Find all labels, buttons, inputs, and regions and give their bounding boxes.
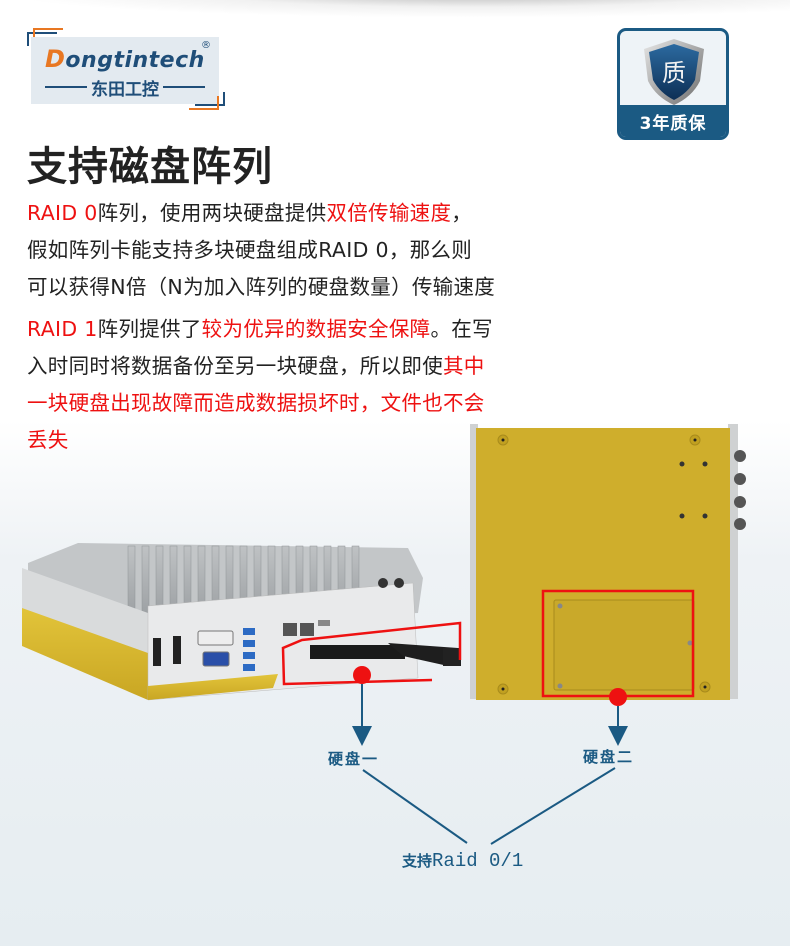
disk1-label: 硬盘一	[328, 750, 380, 768]
disk1-arrow-icon	[352, 726, 372, 746]
logo-dash	[45, 86, 87, 88]
logo-corner-decoration	[189, 96, 219, 110]
raid1-line-4: 丢失	[27, 428, 69, 452]
logo-box: Dongtintech ® 东田工控	[31, 37, 219, 104]
raid0-line-1: RAID 0阵列，使用两块硬盘提供双倍传输速度，	[27, 201, 473, 225]
raid1-line-2: 入时同时将数据备份至另一块硬盘，所以即使其中	[27, 354, 485, 378]
page-title: 支持磁盘阵列	[27, 144, 273, 190]
disk2-label: 硬盘二	[583, 748, 635, 766]
raid0-line-3: 可以获得N倍（N为加入阵列的硬盘数量）传输速度	[27, 275, 496, 299]
warranty-label: 3年质保	[620, 105, 726, 137]
shield-icon: 质	[644, 39, 704, 105]
raid-support-label: 支持Raid 0/1	[402, 850, 524, 872]
brand-logo: Dongtintech ® 东田工控	[27, 28, 225, 110]
raid0-line-2: 假如阵列卡能支持多块硬盘组成RAID 0，那么则	[27, 238, 473, 262]
device-front-image	[22, 543, 461, 701]
logo-corner-decoration	[33, 28, 63, 42]
top-shadow	[0, 0, 790, 18]
disk2-arrow-icon	[608, 726, 628, 746]
registered-mark: ®	[201, 40, 211, 51]
svg-text:质: 质	[662, 59, 686, 87]
logo-wordmark: Dongtintech	[45, 45, 205, 73]
warranty-badge: 质 3年质保	[617, 28, 729, 140]
logo-corner-decoration	[27, 32, 57, 46]
logo-corner-decoration	[195, 92, 225, 106]
device-bottom-image	[470, 424, 746, 700]
raid0-description: RAID 0阵列，使用两块硬盘提供双倍传输速度， 假如阵列卡能支持多块硬盘组成R…	[27, 195, 587, 306]
raid1-line-1: RAID 1阵列提供了较为优异的数据安全保障。在写	[27, 317, 493, 341]
raid1-line-3: 一块硬盘出现故障而造成数据损坏时，文件也不会	[27, 391, 485, 415]
raid1-description: RAID 1阵列提供了较为优异的数据安全保障。在写 入时同时将数据备份至另一块硬…	[27, 311, 587, 459]
logo-chinese-name: 东田工控	[45, 76, 205, 100]
logo-dash	[163, 86, 205, 88]
